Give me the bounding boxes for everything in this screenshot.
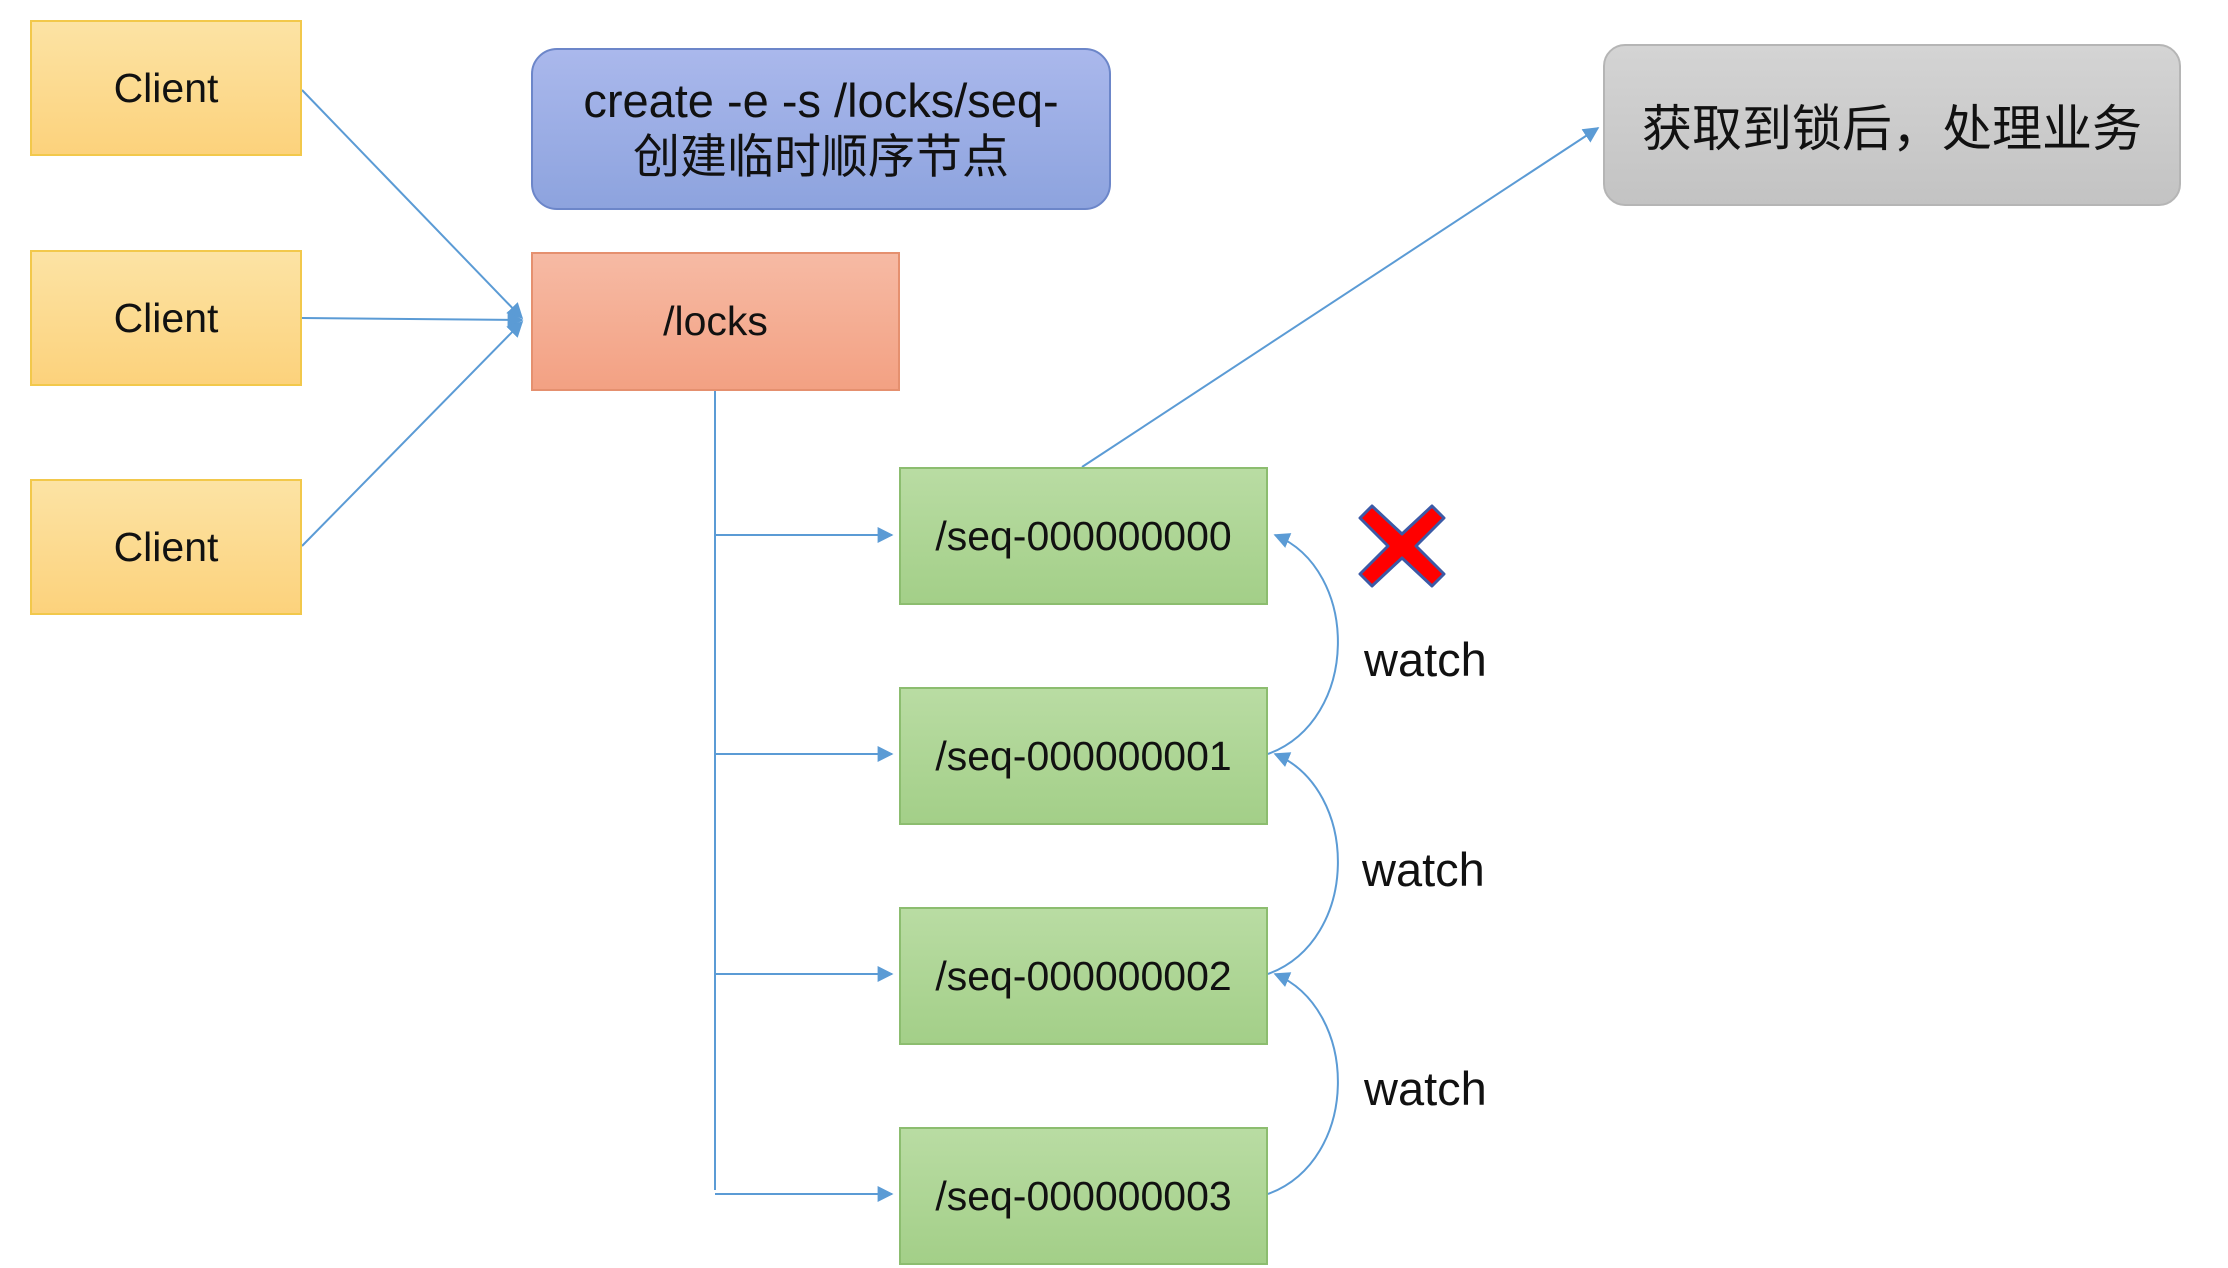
seq-node-2: /seq-000000002 (899, 907, 1268, 1045)
client-label: Client (113, 294, 219, 341)
command-line: create -e -s /locks/seq- (583, 74, 1059, 127)
client-label: Client (113, 523, 219, 570)
process-business-box: 获取到锁后，处理业务 (1603, 44, 2181, 206)
client-2-connector (301, 311, 524, 328)
command-description: 创建临时顺序节点 (633, 130, 1009, 183)
locks-node: /locks (531, 252, 900, 391)
seq-label: /seq-000000001 (935, 732, 1232, 779)
watch-label-3: watch (1364, 1062, 1487, 1115)
seq-label: /seq-000000000 (935, 512, 1232, 559)
create-command-box: create -e -s /locks/seq- 创建临时顺序节点 (531, 48, 1111, 210)
seq-node-0: /seq-000000000 (899, 467, 1268, 605)
client-node-1: Client (30, 20, 302, 156)
red-x-icon (1358, 504, 1446, 588)
locks-label: /locks (663, 298, 768, 344)
client-node-2: Client (30, 250, 302, 386)
client-1-connector (301, 89, 524, 320)
client-node-3: Client (30, 479, 302, 615)
seq-node-1: /seq-000000001 (899, 687, 1268, 825)
client-3-connector (301, 320, 524, 547)
watch-curve-2 (1267, 752, 1339, 975)
seq-label: /seq-000000003 (935, 1172, 1232, 1219)
acquire-lock-connector (1081, 127, 1600, 468)
client-label: Client (113, 64, 219, 111)
seq-label: /seq-000000002 (935, 952, 1232, 999)
watch-curve-1 (1267, 533, 1339, 755)
watch-curve-3 (1267, 972, 1339, 1195)
watch-label-2: watch (1362, 843, 1485, 896)
result-label: 获取到锁后，处理业务 (1642, 101, 2142, 157)
watch-label-1: watch (1364, 633, 1487, 686)
seq-node-3: /seq-000000003 (899, 1127, 1268, 1265)
